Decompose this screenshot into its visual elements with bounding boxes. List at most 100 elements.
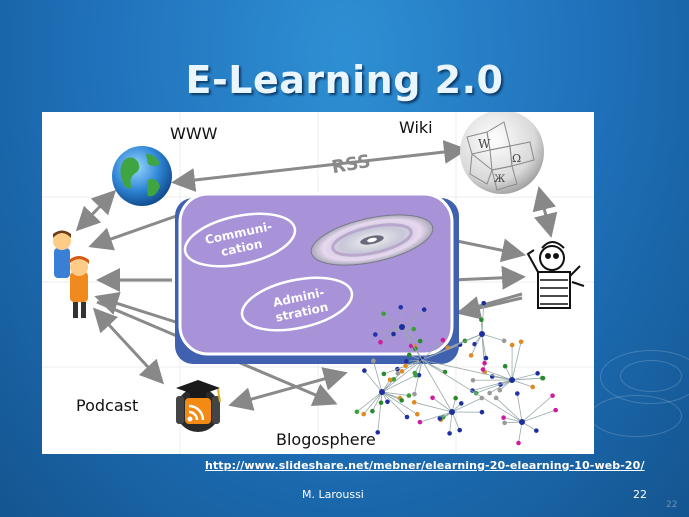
network-node <box>371 358 376 364</box>
network-node <box>370 408 375 414</box>
wiki-label: Wiki <box>399 118 433 137</box>
network-node <box>411 326 417 332</box>
arrow-wiki-person <box>532 186 558 238</box>
diagram-panel: RSS Communi- cation Admini- stration <box>42 112 594 454</box>
arrow-podcast-blog <box>228 367 348 411</box>
arrow-users-podcast <box>92 307 165 385</box>
network-node <box>399 398 404 403</box>
water-ripple <box>590 395 682 437</box>
network-node <box>421 307 427 312</box>
network-node <box>481 300 487 306</box>
network-node <box>373 332 378 337</box>
network-node <box>430 395 435 401</box>
network-node <box>387 377 393 383</box>
network-node <box>399 368 405 374</box>
network-node <box>472 341 477 347</box>
network-node <box>501 415 506 420</box>
svg-text:Ж: Ж <box>494 174 506 185</box>
network-node <box>480 367 486 372</box>
network-hub <box>449 409 455 415</box>
network-node <box>381 311 386 317</box>
network-hub <box>519 419 525 425</box>
wikipedia-globe-icon: W Ω Ж <box>460 112 544 194</box>
network-node <box>550 393 555 398</box>
network-node <box>447 431 452 436</box>
network-hub <box>399 324 405 330</box>
slide-title: E-Learning 2.0 <box>185 58 504 102</box>
network-node <box>413 373 418 378</box>
network-graph-icon <box>354 300 558 446</box>
arrow-center-users <box>88 212 183 251</box>
network-node <box>553 407 558 413</box>
network-node <box>404 358 409 364</box>
network-node <box>354 409 360 415</box>
page-number: 22 <box>633 488 647 501</box>
network-node <box>412 391 417 397</box>
network-node <box>411 400 417 405</box>
network-node <box>502 420 507 426</box>
page-number-ghost: 22 <box>666 500 678 510</box>
arrow-www-users <box>75 189 117 232</box>
network-hub <box>479 331 485 337</box>
svg-text:Ω: Ω <box>512 152 521 165</box>
author-name: M. Laroussi <box>302 488 364 501</box>
network-node <box>470 377 476 383</box>
blogosphere-label: Blogosphere <box>276 430 376 449</box>
arrow-center-person <box>451 238 526 263</box>
network-node <box>493 395 499 401</box>
source-link[interactable]: http://www.slideshare.net/mebner/elearni… <box>205 459 645 472</box>
network-node <box>487 390 492 396</box>
network-node <box>458 401 464 406</box>
network-node <box>391 377 397 382</box>
network-node <box>406 352 412 358</box>
network-node <box>479 409 485 415</box>
network-node <box>515 391 520 396</box>
network-node <box>535 371 540 376</box>
network-node <box>437 416 443 421</box>
network-node <box>417 338 423 344</box>
network-node <box>479 395 485 401</box>
network-node <box>403 363 408 369</box>
users-icon <box>53 230 89 318</box>
network-node <box>416 372 422 378</box>
network-node <box>417 419 423 425</box>
network-node <box>530 384 535 390</box>
network-node <box>375 430 381 435</box>
network-node <box>381 371 387 377</box>
sketch-figure-icon <box>526 241 585 309</box>
arrow-www-wiki <box>171 140 468 192</box>
podcast-label: Podcast <box>76 396 139 415</box>
www-label: WWW <box>170 124 218 143</box>
network-node <box>483 355 489 361</box>
graduation-cap-icon <box>176 380 220 396</box>
network-node <box>378 339 383 345</box>
network-node <box>361 411 367 417</box>
network-node <box>497 387 503 393</box>
administration-pill <box>240 276 354 332</box>
network-node <box>406 393 412 398</box>
cd-disc-icon <box>310 214 434 266</box>
network-node <box>457 427 462 433</box>
network-node <box>362 368 367 373</box>
network-node <box>479 317 484 323</box>
network-node <box>482 360 487 366</box>
network-node <box>440 337 446 343</box>
network-hub <box>379 389 385 395</box>
network-node <box>453 395 458 401</box>
network-node <box>502 363 508 369</box>
network-node <box>518 339 524 345</box>
network-hub <box>509 377 515 383</box>
network-node <box>391 331 396 337</box>
network-node <box>501 338 507 344</box>
rss-label: RSS <box>330 151 372 178</box>
diagram-svg: RSS Communi- cation Admini- stration <box>42 112 594 454</box>
network-node <box>534 428 539 433</box>
network-node <box>414 411 420 417</box>
network-node <box>516 440 521 446</box>
svg-text:W: W <box>478 137 491 151</box>
network-node <box>540 375 546 381</box>
communication-pill <box>183 212 297 268</box>
arrow-person-blog <box>456 296 523 320</box>
network-node <box>404 414 410 420</box>
